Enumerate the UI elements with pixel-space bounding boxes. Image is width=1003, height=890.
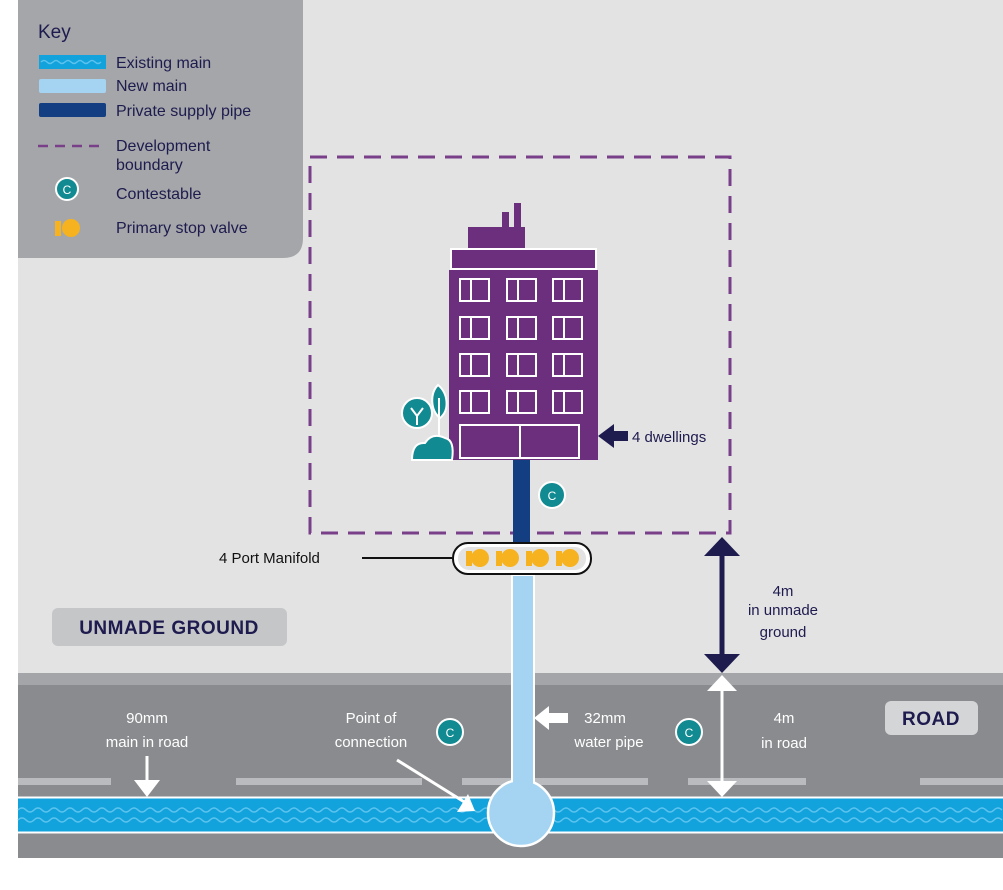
dist-road-line1: 4m [774, 710, 795, 727]
legend-panel: Key Existing main New main Private suppl… [18, 0, 303, 258]
legend-existing-main-swatch [39, 55, 106, 69]
new-main-pipe [486, 574, 556, 848]
apartment-building-icon [449, 203, 598, 460]
contestable-c-icon: C [436, 718, 464, 746]
road-badge [885, 701, 978, 735]
legend-boundary-line1: Development [116, 138, 211, 155]
four-port-manifold-icon [452, 542, 592, 575]
contestable-c-icon: C [675, 718, 703, 746]
pipe-label-line2: water pipe [573, 734, 643, 751]
pipe-label-line1: 32mm [584, 710, 626, 727]
dwellings-label: 4 dwellings [632, 429, 706, 446]
main-pointer-arrow [134, 756, 160, 797]
legend-private-supply: Private supply pipe [116, 103, 251, 120]
dist-road-line2: in road [761, 735, 807, 752]
legend-new-main-swatch [39, 79, 106, 93]
road-lane-markings [18, 778, 1003, 785]
svg-text:C: C [63, 183, 72, 197]
legend-stop-valve: Primary stop valve [116, 220, 248, 237]
road-edge [18, 673, 1003, 685]
dist-unmade-line3: ground [760, 624, 807, 641]
contestable-c-icon: C [538, 481, 566, 509]
manifold-label: 4 Port Manifold [219, 550, 320, 567]
legend-contestable: Contestable [116, 186, 201, 203]
unmade-ground-dimension-arrow [704, 537, 740, 673]
main-label-line2: main in road [106, 734, 189, 751]
poc-label-line2: connection [335, 734, 408, 751]
unmade-ground-badge [52, 608, 287, 646]
svg-text:C: C [548, 489, 557, 503]
poc-label-line1: Point of [346, 710, 398, 727]
svg-text:C: C [685, 726, 694, 740]
svg-text:C: C [446, 726, 455, 740]
dist-unmade-line2: in unmade [748, 602, 818, 619]
road-dimension-arrow [707, 675, 737, 797]
contestable-c-icon: C [55, 177, 79, 201]
poc-pointer-arrow [396, 758, 475, 812]
primary-stop-valve-icon [55, 219, 80, 237]
legend-existing-main: Existing main [116, 55, 211, 72]
dwellings-arrow [598, 424, 628, 448]
main-label-line1: 90mm [126, 710, 168, 727]
dist-unmade-line1: 4m [773, 583, 794, 600]
legend-new-main: New main [116, 78, 187, 95]
trees-icon [401, 383, 454, 461]
pipe-pointer-arrow [534, 706, 568, 730]
private-supply-pipe [513, 459, 530, 545]
road-label: ROAD [902, 709, 960, 730]
legend-title: Key [38, 22, 71, 43]
legend-boundary-line2: boundary [116, 157, 183, 174]
unmade-ground-label: UNMADE GROUND [79, 618, 259, 639]
legend-supply-pipe-swatch [39, 103, 106, 117]
